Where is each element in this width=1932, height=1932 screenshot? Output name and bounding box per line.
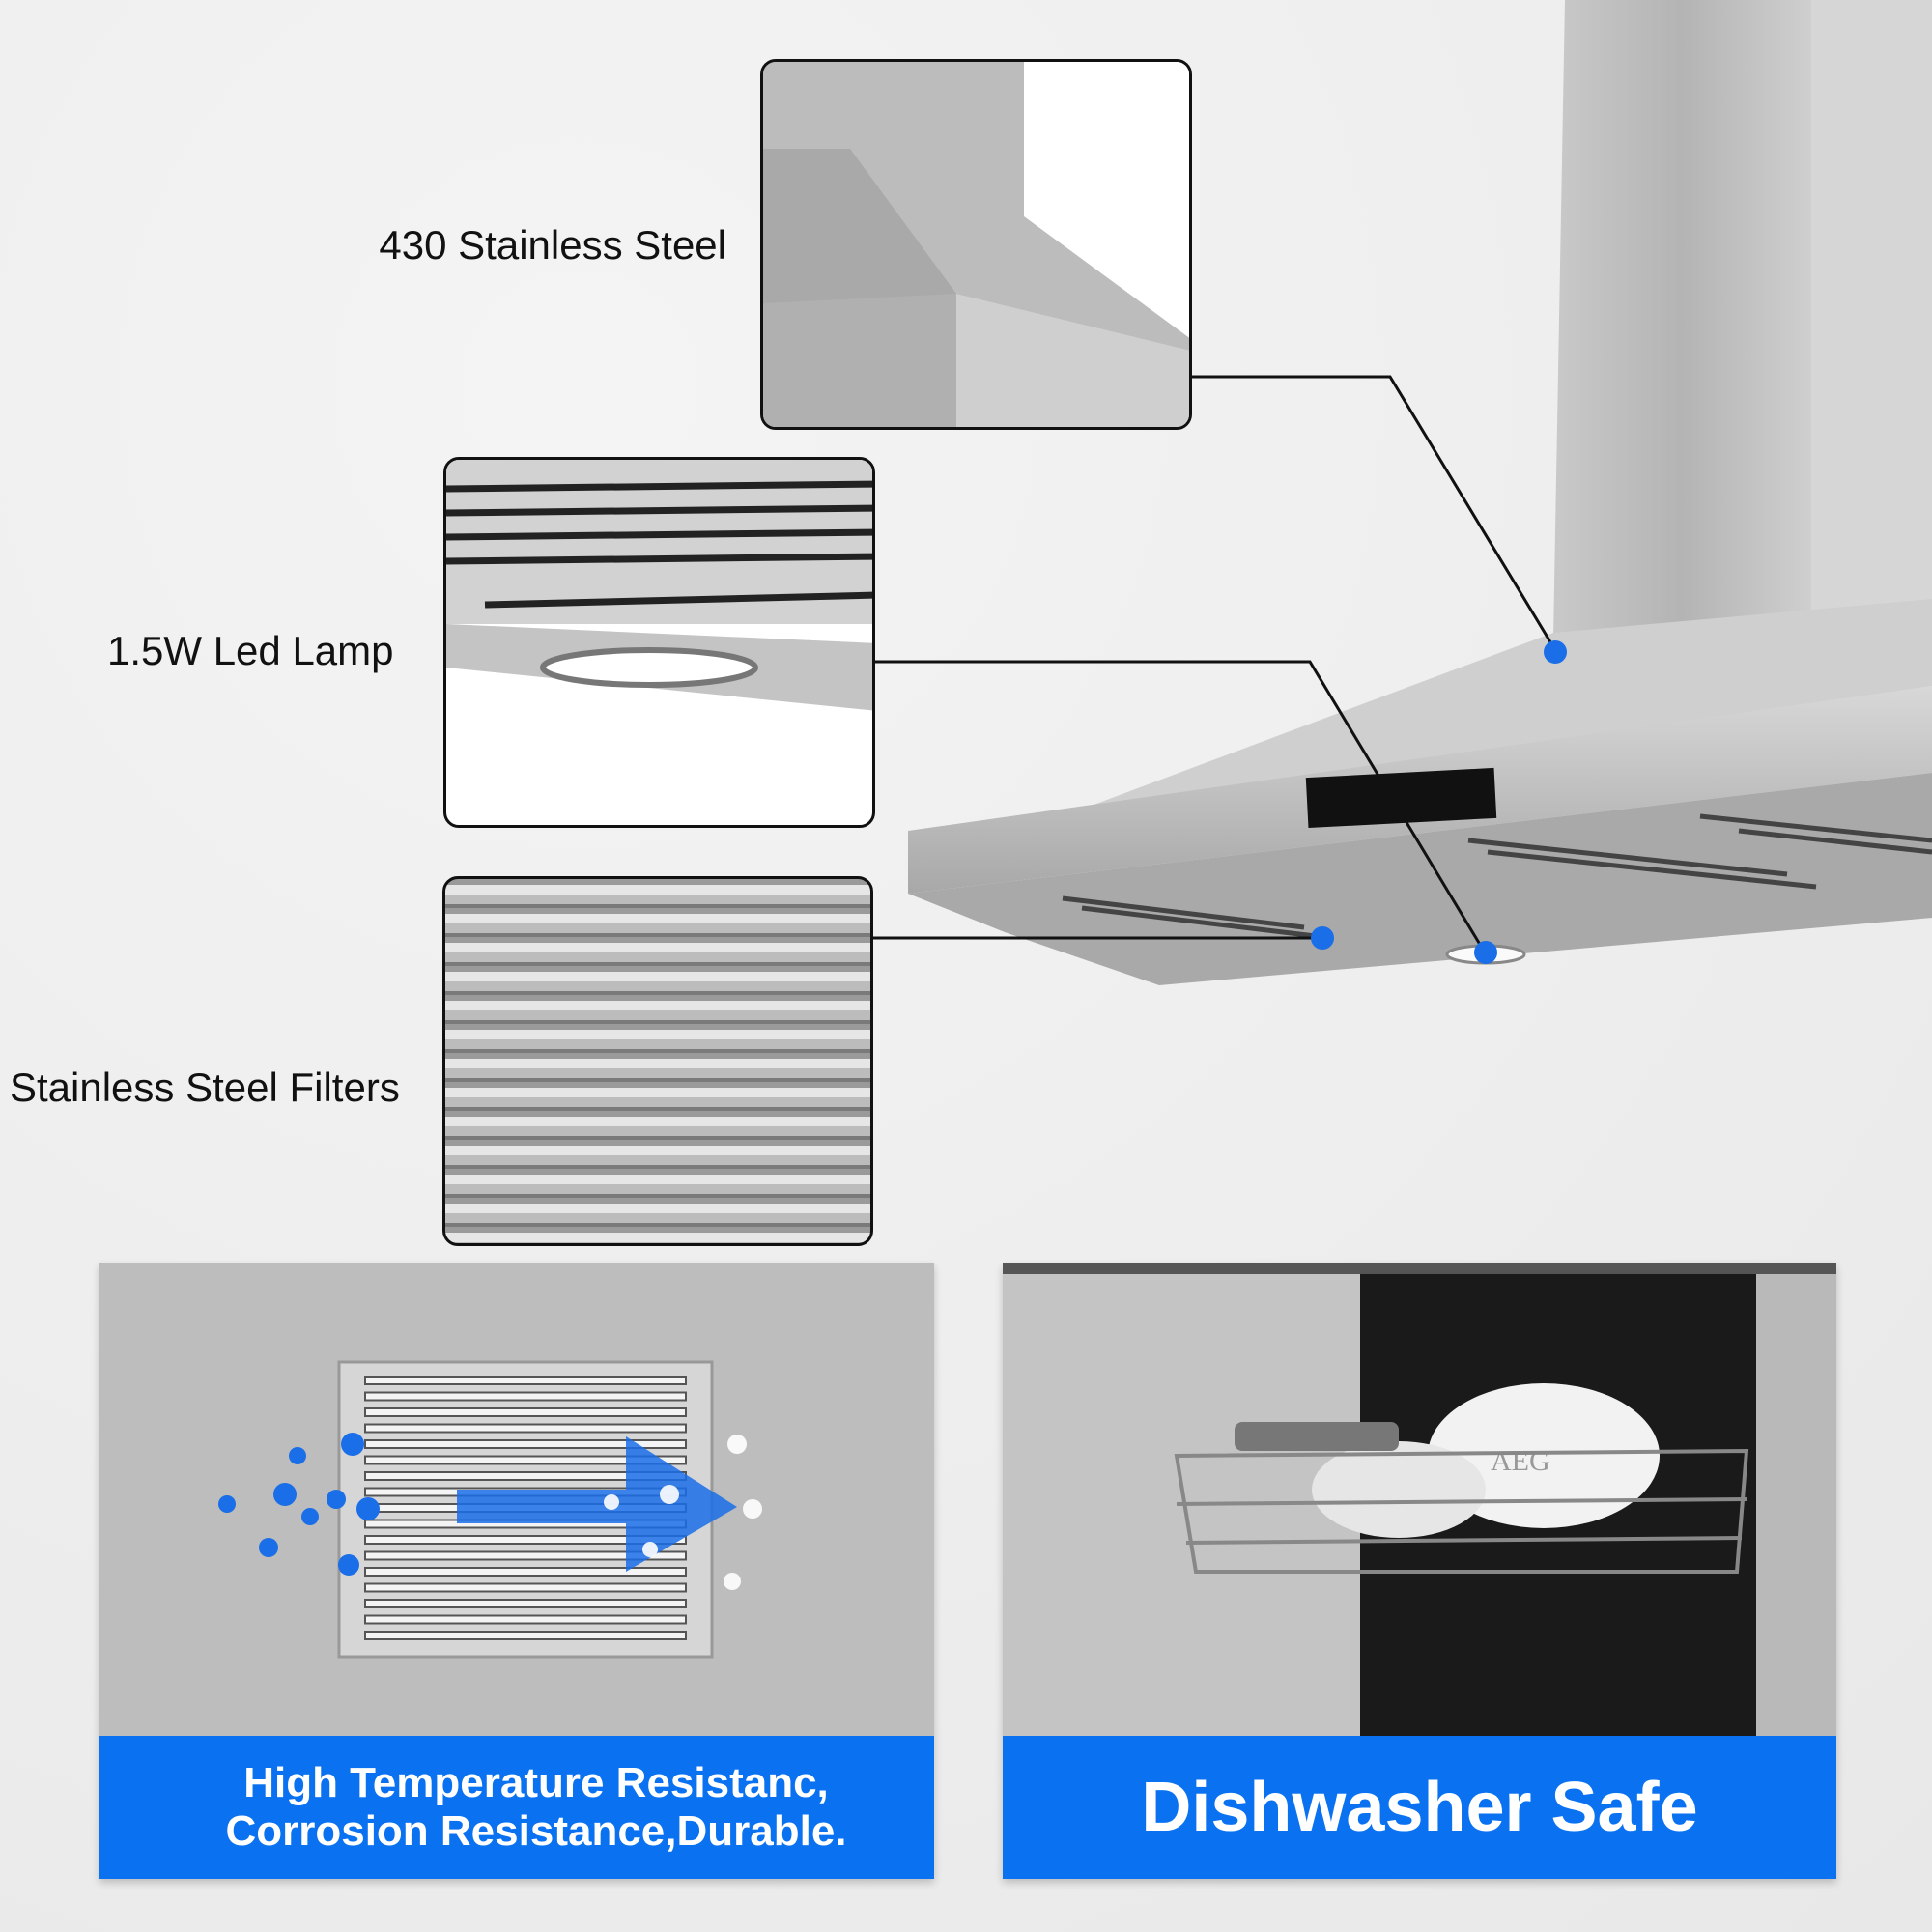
banner-line-2: Corrosion Resistance,Durable. bbox=[225, 1807, 847, 1855]
control-panel bbox=[1305, 767, 1497, 829]
filter-slat bbox=[364, 1535, 687, 1545]
callout-label-filters: Stainless Steel Filters bbox=[10, 1065, 400, 1110]
filter-slat bbox=[364, 1376, 687, 1385]
filter-slat bbox=[364, 1423, 687, 1434]
filter-slat bbox=[364, 1407, 687, 1417]
led-lamp-closeup bbox=[443, 457, 875, 828]
callout-label-led: 1.5W Led Lamp bbox=[107, 628, 394, 673]
dishwasher-panel: AEG Dishwasher Safe bbox=[1003, 1263, 1836, 1879]
filter-slat bbox=[364, 1455, 687, 1465]
callout-dot bbox=[1311, 926, 1334, 950]
feature-banner-durability: High Temperature Resistanc, Corrosion Re… bbox=[99, 1736, 934, 1879]
filter-slat bbox=[364, 1567, 687, 1577]
banner-line-1: High Temperature Resistanc, bbox=[243, 1759, 829, 1806]
dishwasher-photo: AEG bbox=[1003, 1263, 1836, 1736]
filter-slat bbox=[364, 1391, 687, 1402]
filter-slat bbox=[364, 1599, 687, 1608]
callout-label-steel: 430 Stainless Steel bbox=[379, 222, 726, 268]
callout-dot bbox=[1544, 640, 1567, 664]
filter-slat bbox=[364, 1582, 687, 1593]
brand-logo: AEG bbox=[1491, 1445, 1550, 1477]
filter-slat bbox=[364, 1614, 687, 1625]
feature-banner-dishwasher: Dishwasher Safe bbox=[1003, 1736, 1836, 1879]
filter-slat bbox=[364, 1550, 687, 1561]
filter-airflow-illustration bbox=[218, 1360, 762, 1659]
banner-title: Dishwasher Safe bbox=[1141, 1769, 1698, 1846]
filter-slat bbox=[364, 1439, 687, 1449]
steel-closeup bbox=[760, 59, 1192, 430]
filter-closeup bbox=[442, 876, 873, 1246]
filter-slat bbox=[364, 1631, 687, 1640]
filter-airflow-panel: High Temperature Resistanc, Corrosion Re… bbox=[99, 1263, 934, 1879]
callout-dot bbox=[1474, 941, 1497, 964]
